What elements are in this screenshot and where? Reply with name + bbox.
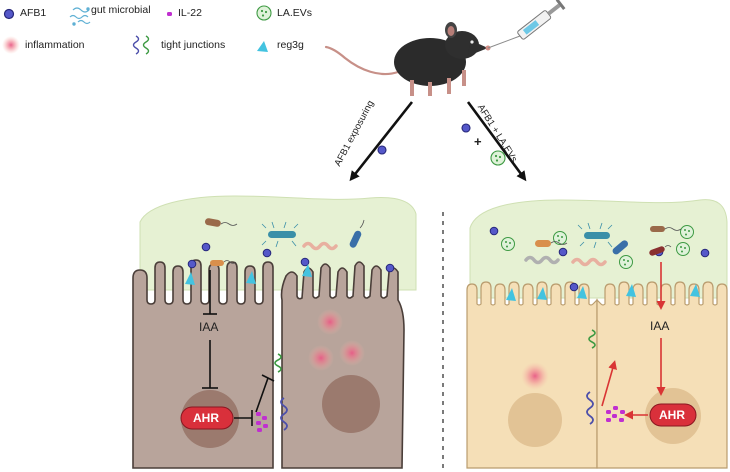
tight-junction-purple-right xyxy=(586,391,594,425)
afb1-legend-icon xyxy=(3,8,15,20)
reg3g-particles-left xyxy=(185,264,312,285)
epithelial-cell-left-2 xyxy=(280,261,405,469)
nucleus-left-2 xyxy=(322,375,380,433)
tight-junction-green-left xyxy=(274,353,282,373)
inhibition-paths-left xyxy=(202,270,275,426)
mucus-layer-right xyxy=(469,199,728,299)
legend-label-tight-junctions: tight junctions xyxy=(161,39,226,51)
left-treatment-arrow xyxy=(349,101,414,182)
legend xyxy=(2,5,272,55)
inflammation-spot xyxy=(521,362,549,390)
right-treatment-arrow xyxy=(466,101,527,182)
inflammation-spot xyxy=(339,340,365,366)
reg3g-legend-icon xyxy=(257,41,268,52)
tight-junction-purple-left xyxy=(280,397,288,431)
legend-label-il22: IL-22 xyxy=(178,7,202,19)
il22-legend-icon xyxy=(167,12,172,16)
tight-junction-green-right xyxy=(588,329,596,349)
afb1-arrow-icon-right xyxy=(461,123,471,133)
inflammation-spot xyxy=(317,309,343,335)
gut-bacteria-left xyxy=(204,218,365,266)
iaa-label-right: IAA xyxy=(650,319,670,333)
plus-sign: + xyxy=(474,134,482,149)
il22-cluster-right xyxy=(606,406,625,422)
afb1-particles-left xyxy=(187,242,395,273)
afb1-arrow-icon xyxy=(377,145,387,155)
legend-label-gut-microbial: gut microbial xyxy=(91,4,151,16)
legend-label-reg3g: reg3g xyxy=(277,39,304,51)
left-panel xyxy=(132,195,417,469)
mouse-illustration xyxy=(324,22,491,96)
la-evs-legend-icon xyxy=(256,5,272,21)
nucleus-right-1 xyxy=(508,393,562,447)
la-evs-particles-right xyxy=(501,225,694,269)
inflammation-spot xyxy=(308,345,334,371)
la-evs-arrow-icon xyxy=(490,150,506,166)
legend-label-la-evs: LA.EVs xyxy=(277,7,313,19)
il22-cluster-left xyxy=(256,412,268,432)
gut-bacteria-right xyxy=(524,222,682,267)
gut-microbial-legend-icon xyxy=(69,7,91,26)
right-panel xyxy=(466,199,728,469)
legend-label-afb1: AFB1 xyxy=(20,7,47,19)
ahr-receptor-right xyxy=(649,403,697,427)
ahr-receptor-left xyxy=(180,406,234,430)
ahr-label-left: AHR xyxy=(193,411,219,425)
legend-label-inflammation: inflammation xyxy=(25,39,85,51)
iaa-label-left: IAA xyxy=(199,320,219,334)
tight-junctions-legend-icon xyxy=(132,35,150,55)
inflammation-legend-icon xyxy=(2,36,20,54)
red-pathway-arrows xyxy=(601,262,666,420)
reg3g-particles-right xyxy=(506,284,700,301)
ahr-label-right: AHR xyxy=(659,408,685,422)
syringe-icon xyxy=(487,0,566,49)
